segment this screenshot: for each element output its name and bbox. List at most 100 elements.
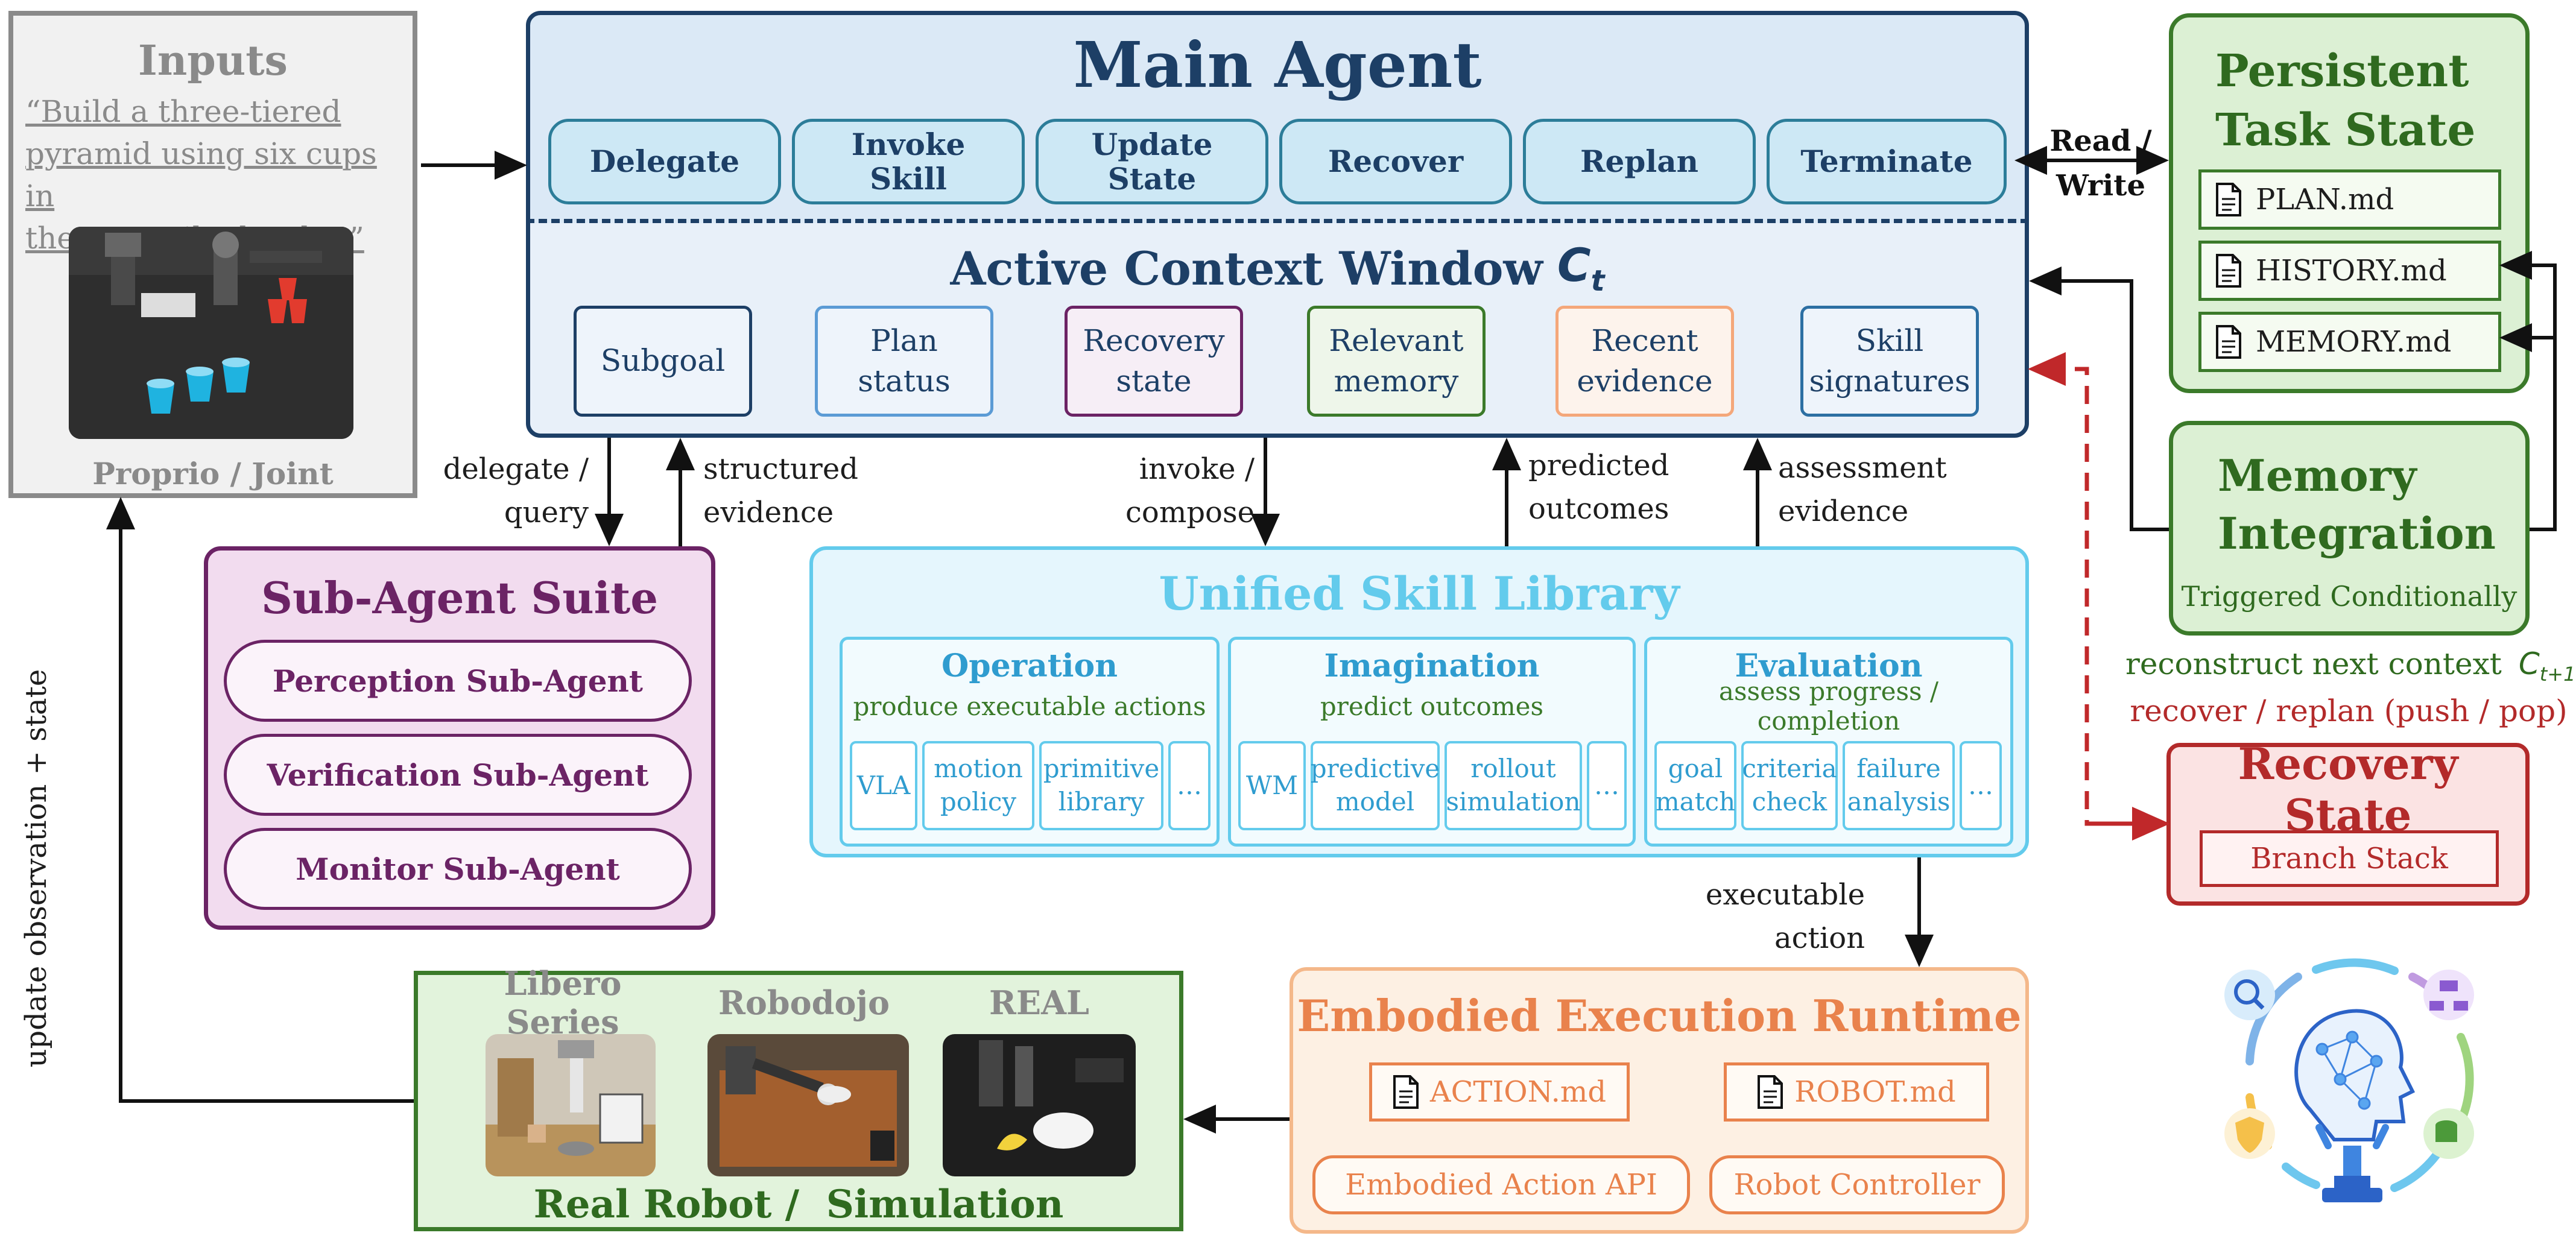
evaluation-title: Evaluation: [1735, 647, 1923, 684]
skill-primitive-library: primitive library: [1039, 741, 1163, 830]
context-symbol-subscript: t: [1590, 264, 1605, 298]
update-observation-label: update observation + state: [19, 669, 53, 1068]
invoke-compose-label: invoke / compose: [1086, 447, 1255, 534]
skill-line: match: [1655, 787, 1736, 816]
edge-label-line: query: [504, 496, 589, 529]
skill-line: check: [1752, 787, 1828, 816]
context-item-line: evidence: [1577, 364, 1713, 399]
inputs-title: Inputs: [138, 37, 288, 85]
context-window-title: Active Context Window Ct: [530, 238, 2025, 298]
recover-action: Recover: [1279, 119, 1512, 204]
file-name: HISTORY.md: [2256, 254, 2447, 288]
context-item-skill-signatures: Skill signatures: [1800, 306, 1979, 417]
skill-more: …: [1587, 741, 1627, 830]
skill-line: …: [1968, 770, 1993, 800]
edge-label-line: predicted: [1528, 449, 1669, 482]
edge-label-line: action: [1774, 921, 1865, 955]
edge-label-line: evidence: [703, 496, 834, 529]
context-item-line: signatures: [1809, 364, 1970, 399]
robodojo-label: Robodojo: [718, 983, 890, 1022]
read-write-line: Read /: [2049, 124, 2152, 158]
skill-line: failure: [1856, 754, 1941, 784]
context-symbol: Ct: [1557, 238, 1605, 298]
recovery-state-panel: Recovery State Branch Stack: [2166, 738, 2530, 906]
edge-label-line: delegate /: [443, 452, 589, 486]
monitor-sub-agent: Monitor Sub-Agent: [224, 828, 692, 910]
skill-line: primitive: [1043, 754, 1160, 784]
context-item-line: Recent: [1591, 323, 1698, 358]
skill-line: criteria: [1742, 754, 1837, 784]
skill-line: motion: [934, 754, 1023, 784]
skill-predictive-model: predictive model: [1311, 741, 1440, 830]
edge-label-line: invoke /: [1139, 452, 1255, 486]
operation-column: Operation produce executable actions VLA…: [840, 637, 1220, 847]
file-icon: [1757, 1074, 1783, 1109]
real-robot-image: [943, 1034, 1136, 1176]
memory-integration-subtitle: Triggered Conditionally: [2181, 580, 2517, 613]
edge-label-line: evidence: [1778, 494, 1909, 528]
edge-label-line: outcomes: [1528, 492, 1669, 526]
context-title-text: Active Context Window: [950, 241, 1543, 295]
operation-subtitle: produce executable actions: [853, 691, 1206, 721]
reconstruct-label: reconstruct next context Ct+1: [2125, 646, 2575, 692]
evaluation-column: Evaluation assess progress / completion …: [1644, 637, 2013, 847]
file-icon: [2201, 324, 2256, 359]
robot-file: ROBOT.md: [1724, 1062, 1989, 1122]
delegate-query-label: delegate / query: [414, 447, 589, 534]
skill-more: …: [1960, 741, 2002, 830]
skill-line: model: [1335, 787, 1415, 816]
context-item-line: status: [858, 364, 951, 399]
context-item-line: memory: [1334, 364, 1459, 399]
inputs-panel: Inputs “Build a three-tiered pyramid usi…: [8, 11, 417, 498]
context-item-line: Skill: [1855, 323, 1924, 358]
skill-line: …: [1594, 770, 1619, 800]
context-item-line: Relevant: [1329, 323, 1464, 358]
verification-sub-agent: Verification Sub-Agent: [224, 734, 692, 816]
skill-line: predictive: [1310, 754, 1440, 784]
robodojo-image: [707, 1034, 909, 1176]
persistent-title: Persistent Task State: [2215, 42, 2475, 160]
action-line: Update: [1091, 126, 1213, 162]
instruction-line: pyramid using six cups in: [25, 136, 377, 213]
context-item-line: Subgoal: [600, 343, 726, 379]
file-name: ACTION.md: [1429, 1075, 1607, 1109]
libero-label: Libero Series: [504, 964, 622, 1041]
predicted-outcomes-label: predicted outcomes: [1528, 444, 1721, 531]
context-item-line: state: [1116, 364, 1192, 399]
memory-integration-title: Memory Integration: [2218, 447, 2496, 563]
perception-sub-agent: Perception Sub-Agent: [224, 640, 692, 722]
action-line: Recover: [1328, 144, 1464, 180]
reconstruct-symbol-subscript: t+1: [2539, 663, 2576, 686]
memory-integration-panel: Memory Integration Triggered Conditional…: [2169, 421, 2530, 636]
delegate-action: Delegate: [548, 119, 781, 204]
edge-label-line: executable: [1705, 878, 1865, 912]
skill-line: analysis: [1847, 787, 1951, 816]
action-line: Terminate: [1800, 144, 1973, 180]
replan-action: Replan: [1523, 119, 1756, 204]
action-line: Delegate: [589, 144, 740, 180]
read-write-label: Read / Write: [2036, 118, 2165, 209]
memory-title-line: Integration: [2218, 508, 2496, 559]
skill-line: rollout: [1470, 754, 1556, 784]
unified-skill-library-panel: Unified Skill Library Operation produce …: [809, 546, 2029, 857]
file-icon: [1393, 1074, 1419, 1109]
embodied-action-api: Embodied Action API: [1312, 1155, 1690, 1214]
skill-line: …: [1177, 770, 1202, 800]
recovery-dashed-arrow: [2028, 352, 2159, 826]
file-name: MEMORY.md: [2256, 325, 2452, 359]
persistent-task-state-panel: Persistent Task State PLAN.md HISTORY.md…: [2169, 13, 2530, 393]
skill-line: library: [1058, 787, 1145, 816]
memory-file: MEMORY.md: [2198, 312, 2501, 372]
file-name: ROBOT.md: [1794, 1075, 1956, 1109]
edge-label-line: assessment: [1778, 451, 1947, 485]
assessment-evidence-label: assessment evidence: [1778, 446, 1995, 533]
file-name: PLAN.md: [2256, 183, 2394, 216]
instruction-line: “Build a three-tiered: [25, 94, 341, 129]
file-icon: [2201, 253, 2256, 288]
embodied-execution-runtime-panel: Embodied Execution Runtime ACTION.md ROB…: [1290, 967, 2029, 1234]
context-symbol-letter: C: [1557, 238, 1591, 292]
